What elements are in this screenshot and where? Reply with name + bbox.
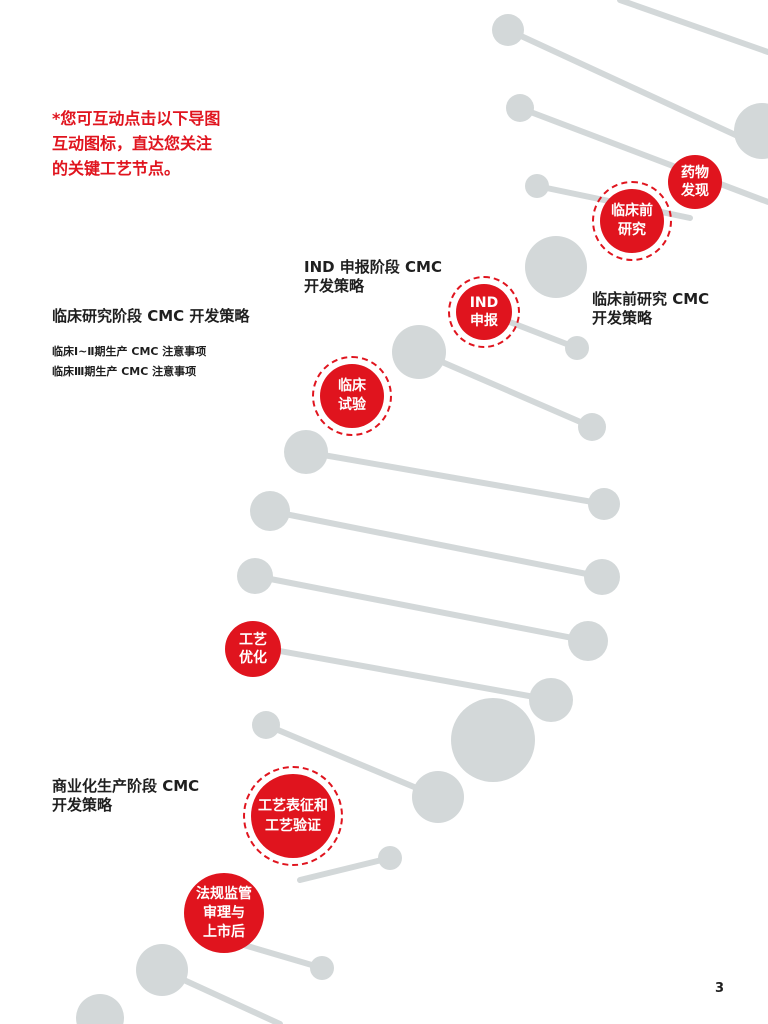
node-label: 药物 [681, 164, 709, 182]
node-label: 上市后 [203, 923, 245, 942]
heading-line: 开发策略 [52, 796, 199, 815]
heading-line: 开发策略 [592, 309, 709, 328]
node-body: 工艺 优化 [225, 621, 281, 677]
node-clinical-trials[interactable]: 临床 试验 [316, 360, 388, 432]
node-label: 发现 [681, 182, 709, 200]
node-label: 工艺验证 [265, 816, 321, 836]
node-body: IND 申报 [456, 284, 512, 340]
clinical-phase-1-2-link[interactable]: 临床Ⅰ~Ⅱ期生产 CMC 注意事项 [52, 343, 206, 359]
node-process-characterization-validation[interactable]: 工艺表征和 工艺验证 [247, 770, 339, 862]
node-regulatory-review-post-market[interactable]: 法规监管 审理与 上市后 [184, 873, 264, 953]
intro-line: 互动图标，直达您关注 [52, 131, 272, 156]
node-label: IND [470, 294, 499, 312]
node-label: 临床 [338, 377, 366, 396]
node-label: 法规监管 [196, 885, 252, 904]
node-label: 工艺表征和 [258, 796, 328, 816]
heading-line: 临床前研究 CMC [592, 290, 709, 309]
intro-line: 的关键工艺节点。 [52, 156, 272, 181]
heading-preclinical-cmc-strategy[interactable]: 临床前研究 CMC 开发策略 [592, 290, 709, 328]
heading-line: 商业化生产阶段 CMC [52, 777, 199, 796]
intro-line: *您可互动点击以下导图 [52, 106, 272, 131]
node-body: 临床前 研究 [600, 189, 664, 253]
heading-line: IND 申报阶段 CMC [304, 258, 442, 277]
node-body: 药物 发现 [668, 155, 722, 209]
heading-line: 临床研究阶段 CMC 开发策略 [52, 307, 249, 326]
page-number: 3 [715, 981, 724, 996]
node-label: 申报 [470, 312, 498, 330]
node-drug-discovery[interactable]: 药物 发现 [668, 155, 722, 209]
node-label: 试验 [338, 396, 366, 415]
node-label: 研究 [618, 221, 646, 240]
node-preclinical-research[interactable]: 临床前 研究 [596, 185, 668, 257]
node-process-optimization[interactable]: 工艺 优化 [225, 621, 281, 677]
node-label: 审理与 [203, 904, 245, 923]
node-body: 临床 试验 [320, 364, 384, 428]
heading-commercial-cmc-strategy[interactable]: 商业化生产阶段 CMC 开发策略 [52, 777, 199, 815]
node-label: 工艺 [239, 631, 267, 649]
heading-clinical-cmc-strategy[interactable]: 临床研究阶段 CMC 开发策略 [52, 307, 249, 326]
node-label: 优化 [239, 649, 267, 667]
clinical-phase-3-link[interactable]: 临床Ⅲ期生产 CMC 注意事项 [52, 363, 196, 379]
heading-ind-cmc-strategy[interactable]: IND 申报阶段 CMC 开发策略 [304, 258, 442, 296]
node-body: 工艺表征和 工艺验证 [251, 774, 335, 858]
node-label: 临床前 [611, 202, 653, 221]
node-ind-submission[interactable]: IND 申报 [452, 280, 516, 344]
node-body: 法规监管 审理与 上市后 [184, 873, 264, 953]
intro-instructions: *您可互动点击以下导图 互动图标，直达您关注 的关键工艺节点。 [52, 106, 272, 181]
heading-line: 开发策略 [304, 277, 442, 296]
